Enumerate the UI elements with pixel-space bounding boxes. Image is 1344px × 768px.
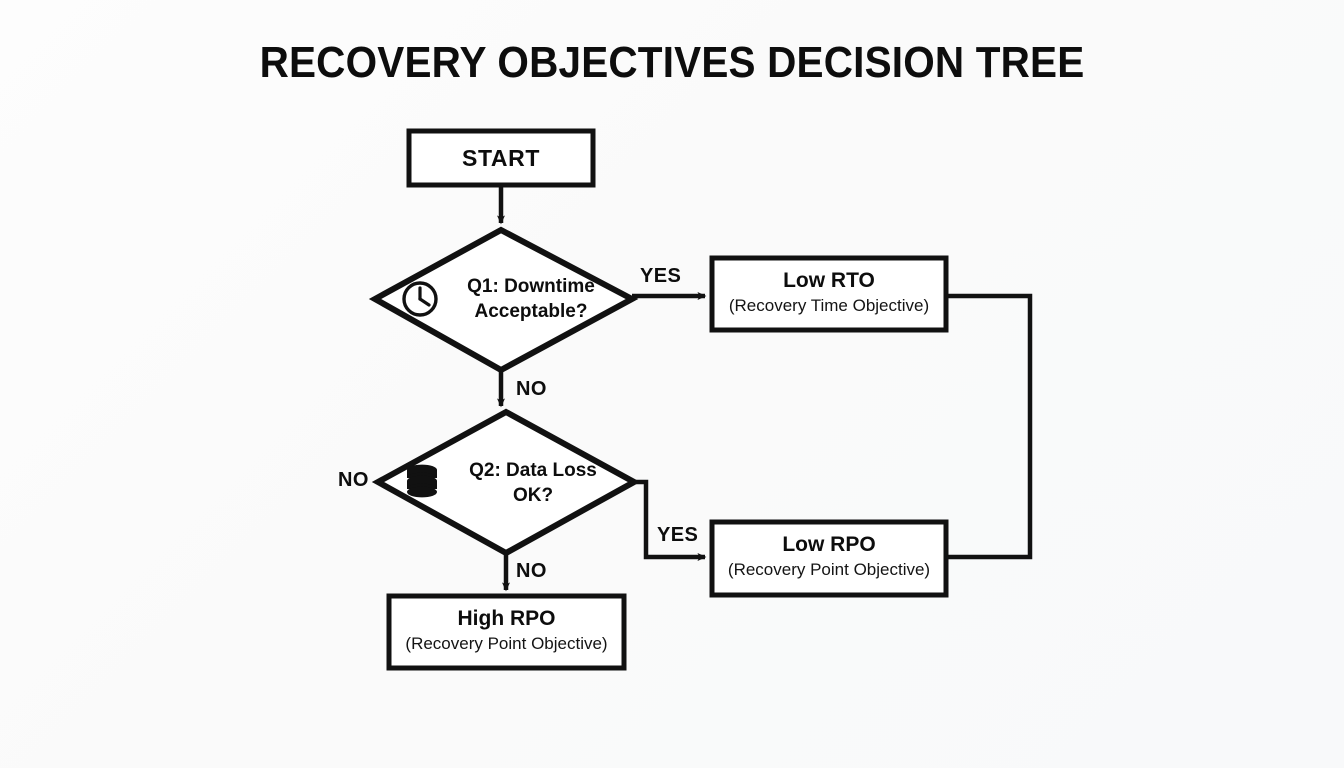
node-start[interactable] — [406, 128, 596, 188]
node-q1-diamond[interactable] — [368, 226, 639, 374]
node-q2-diamond[interactable] — [371, 408, 641, 557]
node-low-rto[interactable] — [709, 255, 949, 333]
edge-label-q2-yes: YES — [657, 524, 699, 546]
node-high-rpo[interactable] — [386, 593, 627, 671]
edge-label-q2-left-no: NO — [338, 469, 369, 491]
edge-label-q1-yes: YES — [640, 265, 682, 287]
page-title: RECOVERY OBJECTIVES DECISION TREE — [259, 38, 1085, 87]
node-low-rpo[interactable] — [709, 519, 949, 598]
edge-label-q1-no: NO — [516, 378, 547, 400]
database-icon — [407, 464, 437, 498]
clock-icon — [402, 281, 438, 317]
edge-label-q2-no: NO — [516, 560, 547, 582]
edge-rto-to-rpo — [946, 293, 1033, 560]
